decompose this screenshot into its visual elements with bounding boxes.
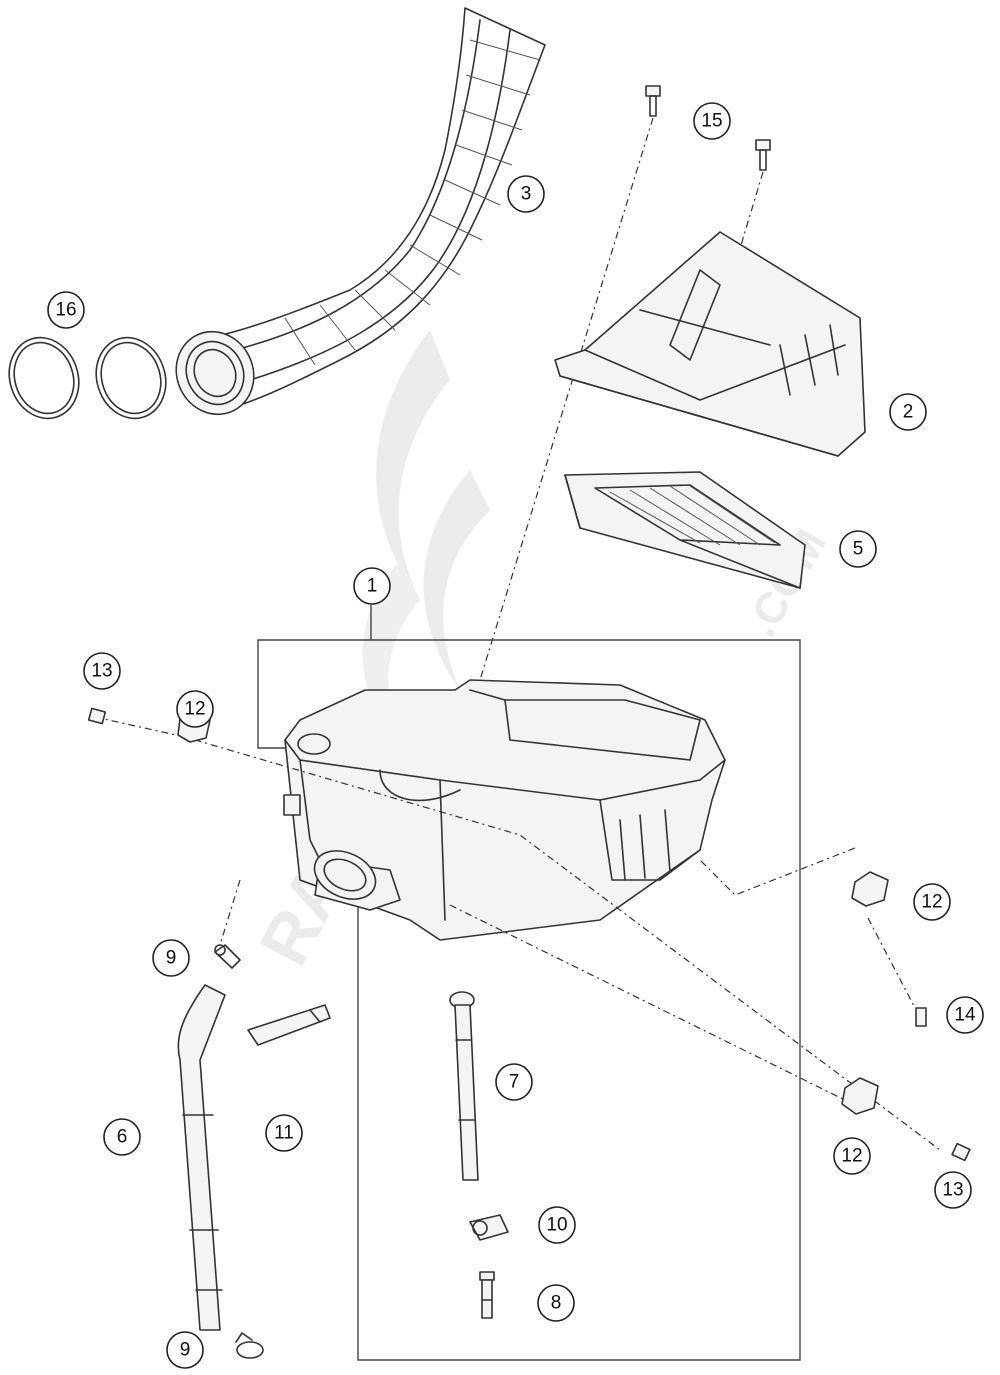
svg-text:8: 8 bbox=[551, 1293, 562, 1314]
drain-hose bbox=[449, 991, 479, 1181]
callout-7: 7 bbox=[495, 1063, 533, 1101]
svg-text:10: 10 bbox=[546, 1215, 567, 1236]
svg-text:2: 2 bbox=[903, 402, 914, 423]
callout-12-right-upper: 12 bbox=[913, 883, 951, 921]
svg-text:7: 7 bbox=[509, 1072, 520, 1093]
callout-2: 2 bbox=[889, 393, 927, 431]
assembly-frame bbox=[257, 639, 801, 1361]
hose-clamp-upper bbox=[214, 944, 241, 969]
callout-11: 11 bbox=[265, 1114, 303, 1152]
drain-plug bbox=[479, 1271, 495, 1319]
callout-13-right: 13 bbox=[934, 1171, 972, 1209]
strap-clip bbox=[247, 1004, 331, 1046]
bolt-left bbox=[87, 707, 107, 725]
svg-text:3: 3 bbox=[521, 184, 532, 205]
breather-hose bbox=[177, 984, 226, 1331]
grommet-right-upper bbox=[851, 871, 889, 907]
svg-text:12: 12 bbox=[921, 892, 942, 913]
callout-1: 1 bbox=[353, 567, 391, 605]
intake-duct bbox=[175, 7, 546, 416]
airbox-lid bbox=[554, 231, 866, 457]
svg-text:12: 12 bbox=[841, 1146, 862, 1167]
grommet-right-lower bbox=[841, 1077, 879, 1115]
airbox-housing bbox=[283, 679, 726, 941]
callout-12-right-lower: 12 bbox=[833, 1137, 871, 1175]
o-ring-left bbox=[8, 336, 80, 420]
svg-text:6: 6 bbox=[117, 1127, 128, 1148]
hose-clamp-lower bbox=[235, 1332, 264, 1359]
callout-16: 16 bbox=[47, 291, 85, 329]
callout-9-lower: 9 bbox=[166, 1331, 204, 1369]
svg-text:9: 9 bbox=[180, 1340, 191, 1361]
bolt-right-lower bbox=[951, 1142, 971, 1162]
callout-3: 3 bbox=[507, 175, 545, 213]
svg-text:12: 12 bbox=[184, 699, 205, 720]
callout-5: 5 bbox=[839, 530, 877, 568]
svg-text:1: 1 bbox=[367, 576, 378, 597]
screw-left bbox=[645, 85, 661, 117]
callout-12-left: 12 bbox=[176, 690, 214, 728]
svg-text:5: 5 bbox=[853, 539, 864, 560]
callout-6: 6 bbox=[103, 1118, 141, 1156]
screw-right bbox=[755, 139, 771, 171]
svg-text:13: 13 bbox=[942, 1180, 963, 1201]
svg-text:15: 15 bbox=[701, 111, 722, 132]
air-filter bbox=[564, 471, 806, 589]
callout-9-upper: 9 bbox=[152, 939, 190, 977]
bolt-right-upper bbox=[915, 1007, 927, 1027]
callout-10: 10 bbox=[538, 1206, 576, 1244]
small-clamp bbox=[469, 1214, 509, 1241]
callout-14: 14 bbox=[946, 996, 984, 1034]
svg-text:13: 13 bbox=[91, 661, 112, 682]
callout-15: 15 bbox=[693, 102, 731, 140]
callout-8: 8 bbox=[537, 1284, 575, 1322]
svg-text:14: 14 bbox=[954, 1005, 976, 1026]
svg-text:9: 9 bbox=[166, 948, 177, 969]
svg-text:11: 11 bbox=[274, 1123, 294, 1144]
o-ring-right bbox=[95, 336, 167, 420]
callout-13-left: 13 bbox=[83, 652, 121, 690]
svg-text:16: 16 bbox=[55, 300, 76, 321]
